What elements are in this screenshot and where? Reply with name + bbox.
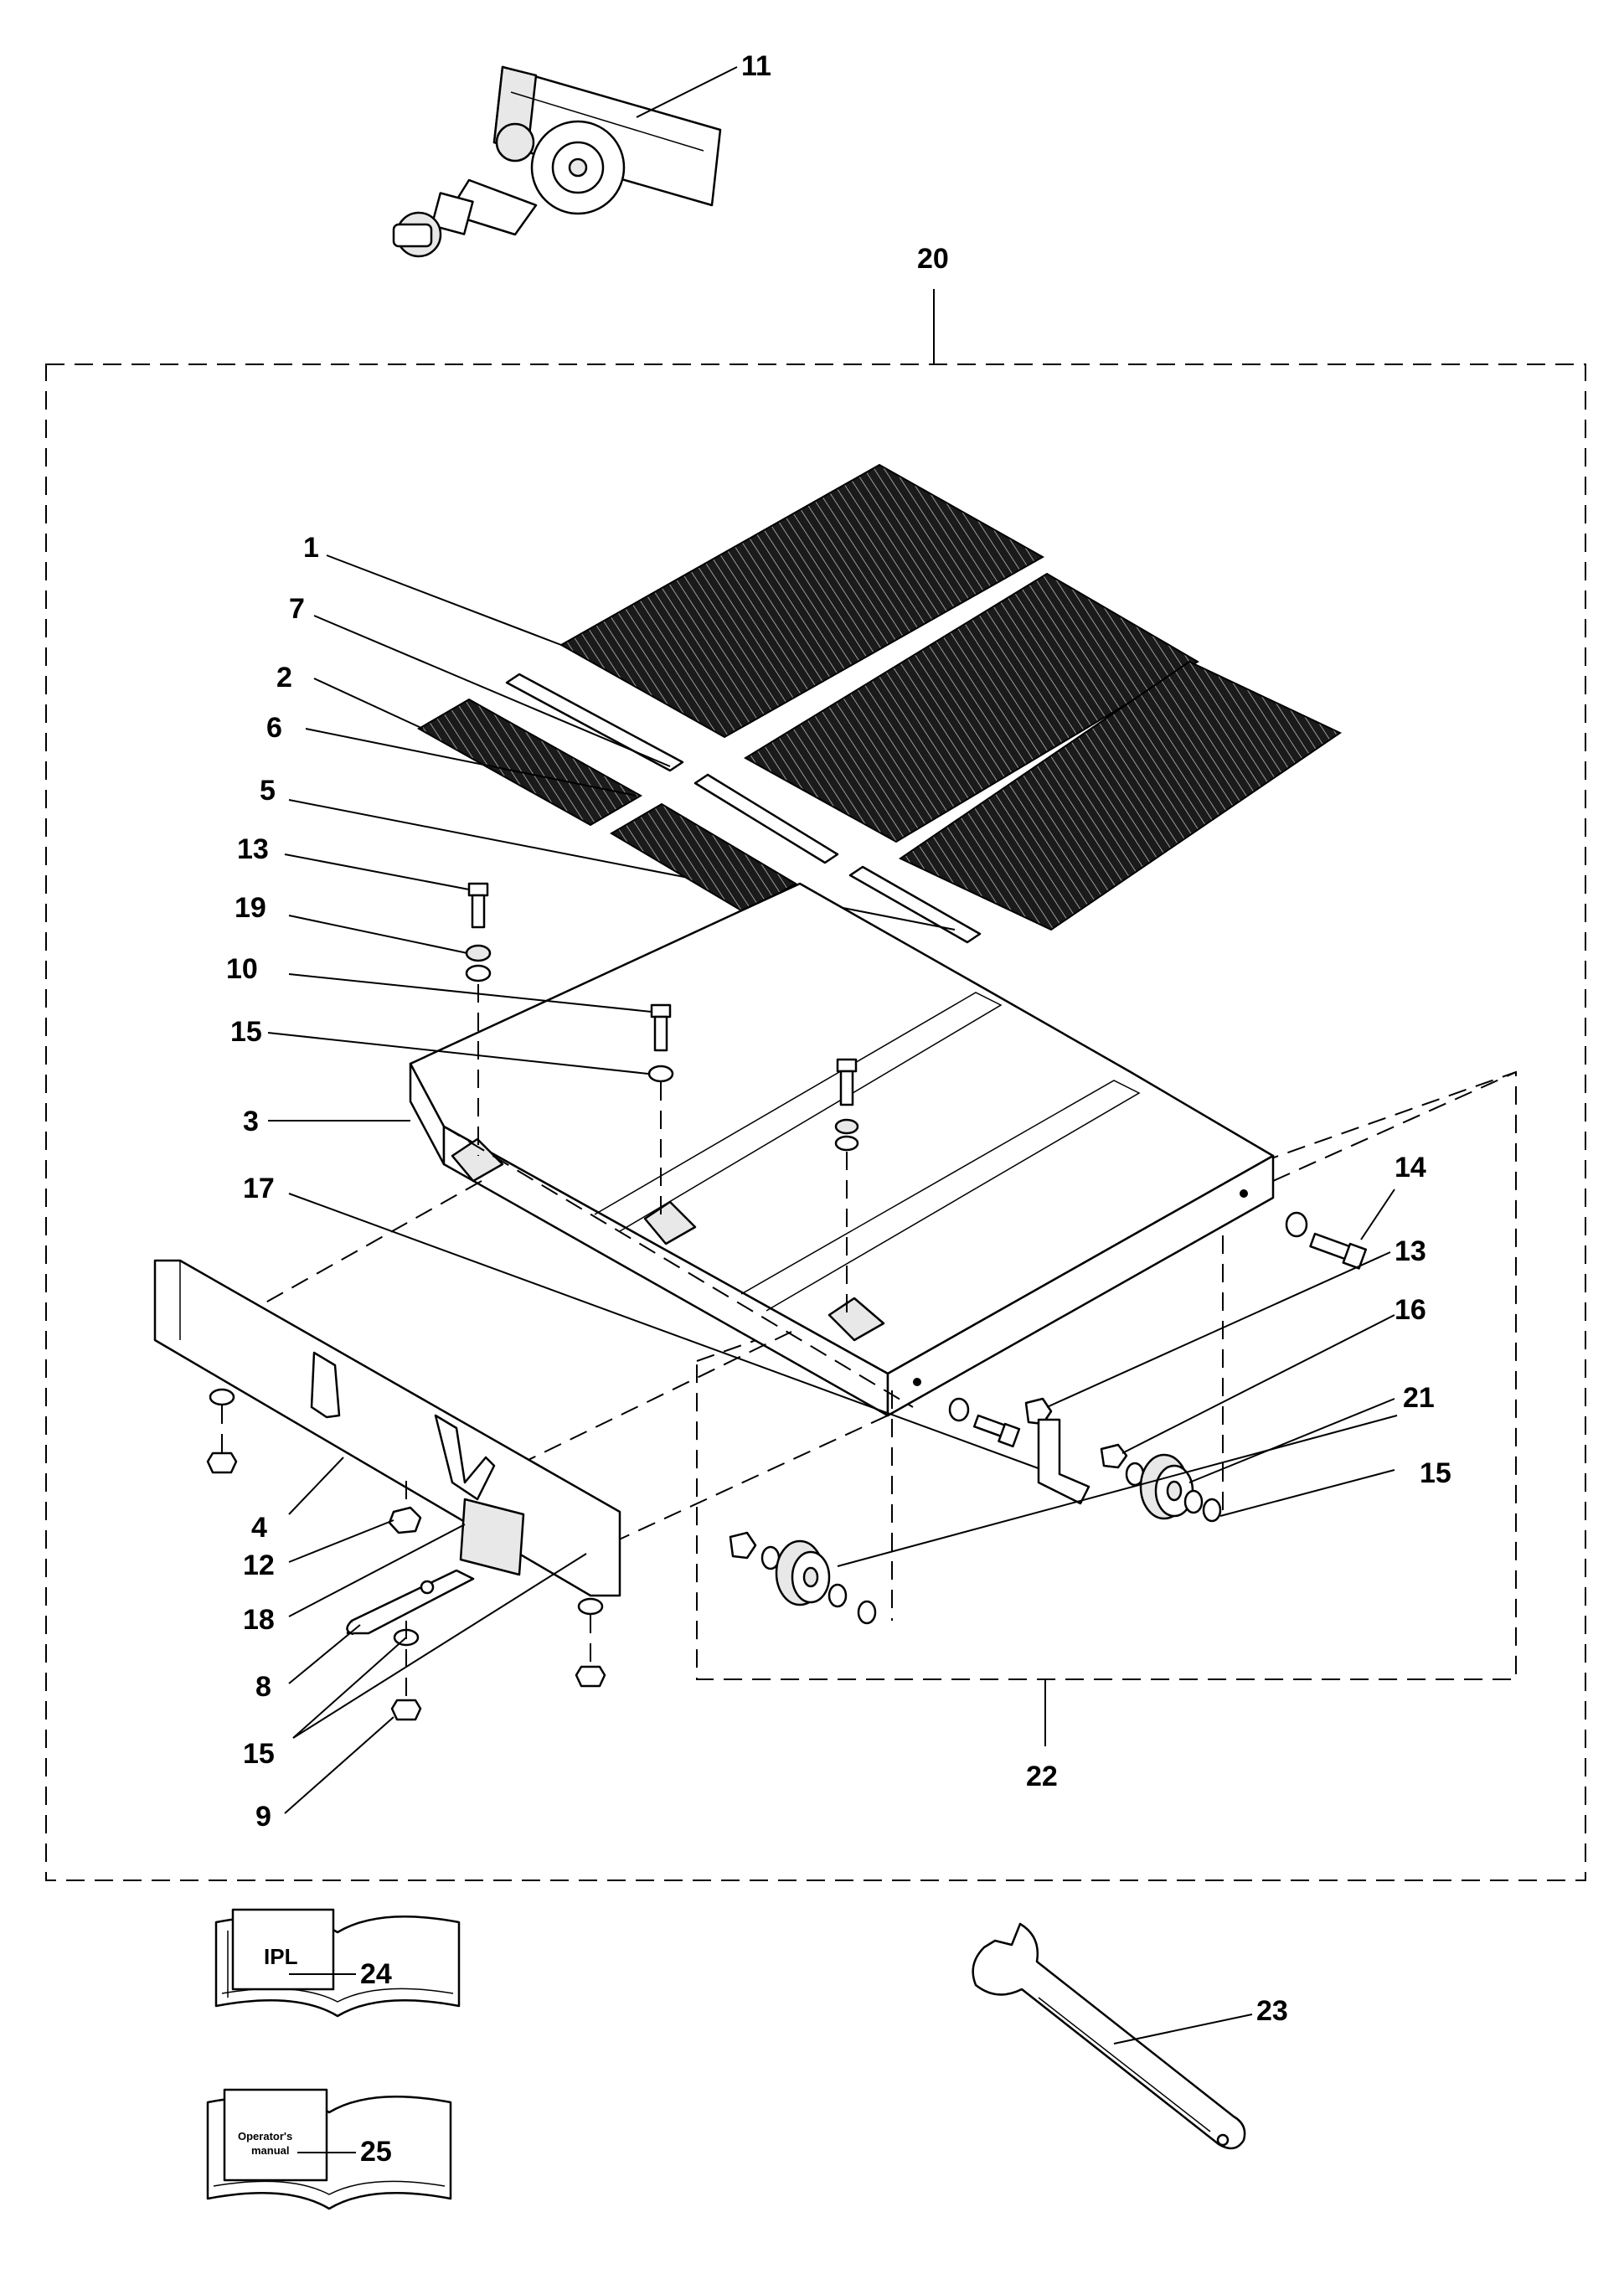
callout-15-left: 15 [243, 1738, 275, 1770]
callout-19: 19 [235, 892, 266, 924]
roller-left [729, 1390, 893, 1625]
callout-14: 14 [1395, 1152, 1426, 1183]
callout-7: 7 [289, 593, 305, 625]
ipl-book-icon: IPL [214, 1908, 461, 2018]
large-table-inserts [559, 463, 1343, 931]
callout-9: 9 [255, 1801, 271, 1833]
nut-9 [390, 1699, 422, 1721]
assembly-boundary [45, 364, 1586, 1881]
bracket-fasteners [948, 1397, 1128, 1505]
table-front-axis [443, 1126, 914, 1408]
bolt-set-left [465, 882, 492, 1156]
callout-17: 17 [243, 1173, 275, 1204]
callout-12: 12 [243, 1550, 275, 1581]
fence-fasteners-right [575, 1597, 606, 1688]
roller-axis-top [1272, 1071, 1517, 1182]
locking-plate [346, 1569, 475, 1636]
callout-16: 16 [1395, 1294, 1426, 1326]
callout-6: 6 [266, 712, 282, 744]
callout-21: 21 [1403, 1382, 1435, 1414]
callout-24: 24 [360, 1958, 392, 1990]
callout-22: 22 [1026, 1761, 1058, 1792]
ipl-book-title: IPL [264, 1944, 298, 1969]
callout-20: 20 [917, 243, 949, 275]
manual-line-1: Operator's [238, 2130, 292, 2143]
nut-12 [388, 1506, 422, 1534]
bolt-set-middle [647, 1003, 674, 1223]
callout-11: 11 [741, 50, 771, 82]
operators-manual-icon: Operator's manual [206, 2088, 452, 2210]
callout-23: 23 [1256, 1995, 1288, 2027]
mitre-guide-assembly [392, 65, 722, 258]
callout-13-right: 13 [1395, 1235, 1426, 1267]
label-plate [459, 1498, 525, 1576]
callout-15-top: 15 [230, 1016, 262, 1048]
callout-1: 1 [303, 532, 319, 564]
callout-15-right: 15 [1420, 1457, 1451, 1489]
fence-axis-left [213, 1180, 482, 1333]
fence-axis-right [615, 1415, 889, 1542]
callout-10: 10 [226, 953, 258, 985]
rip-fence-plate [153, 1259, 621, 1597]
manual-line-2: manual [251, 2144, 290, 2157]
callout-18: 18 [243, 1604, 275, 1636]
bolt-set-right [834, 1058, 859, 1315]
callout-25: 25 [360, 2136, 392, 2168]
bolt-14-set [1285, 1211, 1368, 1270]
callout-13-top: 13 [237, 833, 269, 865]
callout-5: 5 [260, 775, 276, 807]
spanner-icon [972, 1922, 1246, 2150]
callout-2: 2 [276, 662, 292, 694]
fence-fasteners-left [206, 1388, 238, 1474]
roller-right [1125, 1235, 1224, 1523]
callout-8: 8 [255, 1671, 271, 1703]
callout-3: 3 [243, 1106, 259, 1137]
insert-strips [505, 673, 982, 944]
callout-4: 4 [251, 1512, 267, 1544]
